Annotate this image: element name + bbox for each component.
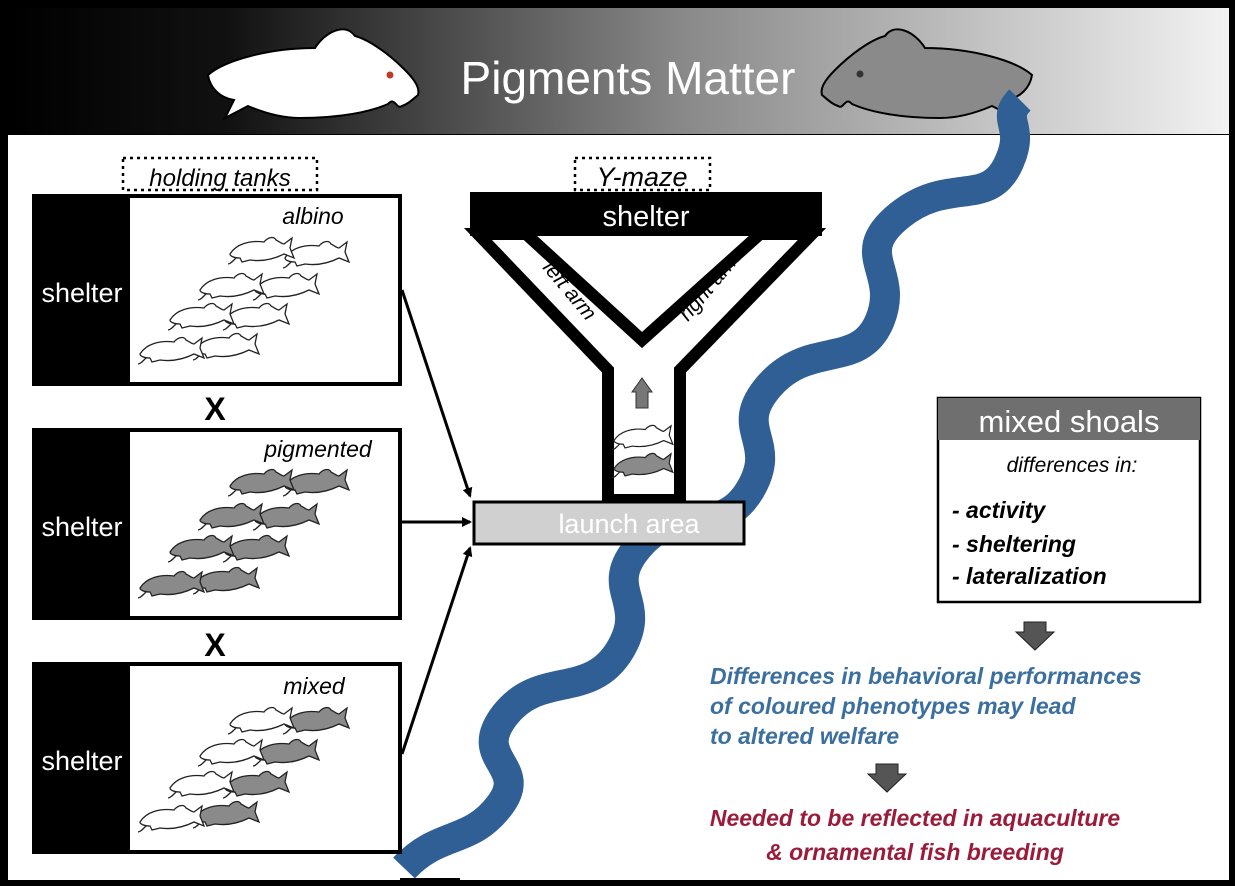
- ymaze-label: Y-maze: [596, 162, 687, 192]
- conclusion-line: Differences in behavioral performances: [710, 663, 1142, 689]
- launch-area-label: launch area: [558, 509, 700, 539]
- mixed-shoals-item: - sheltering: [952, 531, 1076, 557]
- conclusion-line: to altered welfare: [710, 723, 899, 749]
- conclusion-line: & ornamental fish breeding: [766, 839, 1064, 865]
- maze-shelter-label: shelter: [602, 201, 689, 233]
- tank-group-label: pigmented: [263, 436, 373, 462]
- holding-tanks-label-box: [121, 156, 319, 192]
- tank-group-label: mixed: [283, 673, 346, 699]
- tank-shelter-label: shelter: [41, 278, 122, 308]
- tank-shelter-label: shelter: [41, 746, 122, 776]
- pigmented-fish-icon: [820, 28, 1034, 121]
- ymaze-label-box: [573, 156, 712, 192]
- cross-symbol: X: [204, 391, 226, 427]
- maze-shelter: [470, 192, 822, 236]
- tank-albino: shelter albino: [32, 194, 402, 386]
- river-divider: [393, 89, 1032, 879]
- up-arrow-icon: [631, 377, 653, 409]
- arrow-mixed-to-launch: [400, 546, 473, 755]
- conclusion-welfare: Differences in behavioral performances o…: [710, 663, 1142, 749]
- page-title: Pigments Matter: [461, 52, 796, 104]
- tank-group-label: albino: [282, 203, 344, 229]
- albino-fish-icon: [206, 28, 420, 121]
- mixed-shoals-title: mixed shoals: [979, 404, 1160, 439]
- conclusion-breeding: Needed to be reflected in aquaculture & …: [710, 805, 1120, 865]
- mixed-shoals-item: - activity: [952, 497, 1047, 523]
- tank-shelter-label: shelter: [41, 512, 122, 542]
- down-arrow-icon: [866, 763, 908, 793]
- launch-area: [472, 500, 746, 546]
- down-arrow-icon: [1014, 621, 1056, 651]
- mixed-shoals-box: mixed shoals differences in: - activity …: [936, 396, 1202, 604]
- tank-mixed: shelter mixed: [32, 662, 402, 854]
- arrow-albino-to-launch: [400, 289, 473, 498]
- holding-tanks-label: holding tanks: [149, 165, 290, 192]
- tank-pigmented: shelter pigmented: [32, 428, 402, 620]
- mixed-shoals-item: - lateralization: [952, 563, 1107, 589]
- conclusion-line: of coloured phenotypes may lead: [710, 693, 1076, 719]
- conclusion-line: Needed to be reflected in aquaculture: [710, 805, 1120, 831]
- cross-symbol: X: [204, 627, 226, 663]
- mixed-shoals-subtitle: differences in:: [1007, 454, 1138, 477]
